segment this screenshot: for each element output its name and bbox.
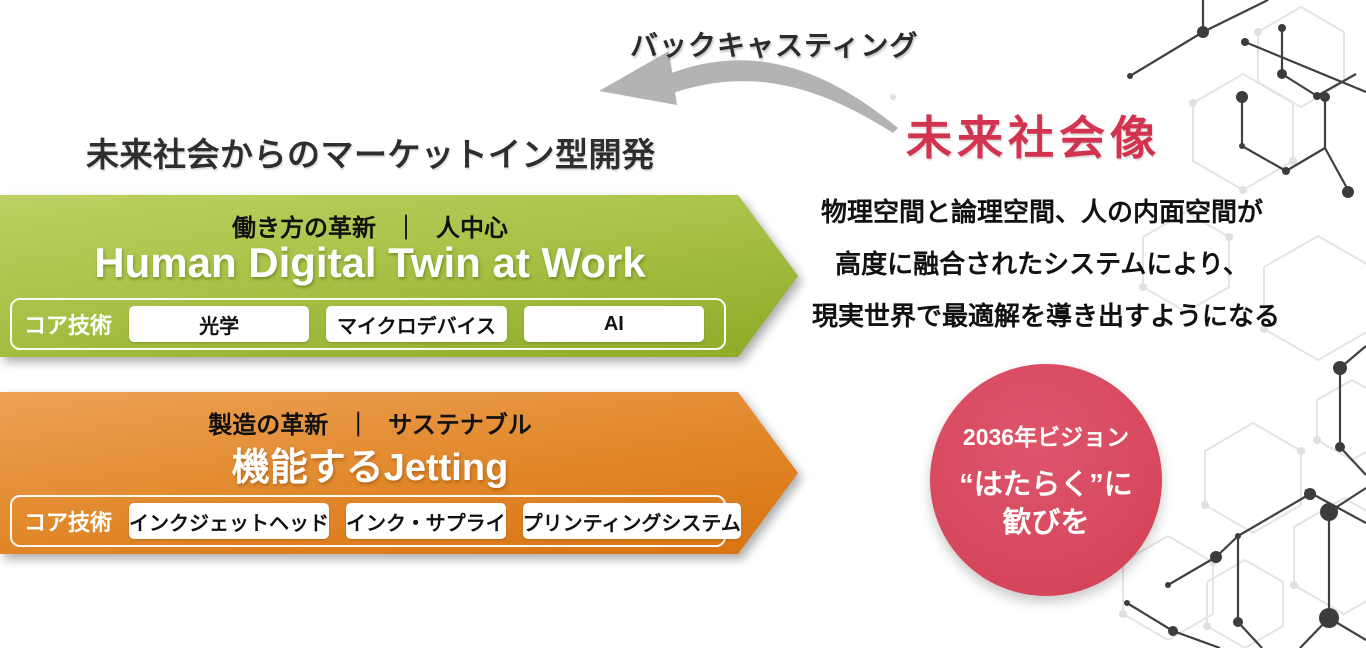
green-category: 働き方の革新 xyxy=(232,215,376,242)
green-banner-wrap: 働き方の革新 ｜ 人中心 Human Digital Twin at Work … xyxy=(0,195,798,357)
orange-banner-title: 機能するJetting xyxy=(231,447,509,489)
green-separator: ｜ xyxy=(394,215,418,242)
green-banner-title: Human Digital Twin at Work xyxy=(94,239,646,286)
orange-keyword: サステナブル xyxy=(388,412,532,439)
future-society-title: 未来社会像 xyxy=(906,112,1161,164)
description-line-3: 現実世界で最適解を導き出すようになる xyxy=(812,301,1281,331)
green-core-label: コア技術 xyxy=(24,313,113,338)
orange-core-row: コア技術 インクジェットヘッド インク・サプライ プリンティングシステム xyxy=(10,495,741,547)
orange-arrow-banner: 製造の革新 ｜ サステナブル 機能するJetting コア技術 インクジェットヘ… xyxy=(0,392,798,554)
orange-banner-subtitle: 製造の革新 ｜ サステナブル xyxy=(0,405,740,440)
orange-banner-wrap: 製造の革新 ｜ サステナブル 機能するJetting コア技術 インクジェットヘ… xyxy=(0,392,798,554)
core-tech-optics: 光学 xyxy=(129,306,310,342)
market-in-title: 未来社会からのマーケットイン型開発 xyxy=(86,136,656,173)
vision-year-label: 2036年ビジョン xyxy=(962,424,1130,450)
core-tech-printing-system: プリンティングシステム xyxy=(522,503,741,539)
green-banner-subtitle: 働き方の革新 ｜ 人中心 xyxy=(0,208,740,243)
vision-2036-circle: 2036年ビジョン “はたらく”に 歓びを xyxy=(930,364,1162,596)
orange-separator: ｜ xyxy=(346,412,371,439)
core-tech-microdevice: マイクロデバイス xyxy=(326,306,507,342)
description-line-1: 物理空間と論理空間、人の内面空間が xyxy=(820,197,1263,227)
vision-slogan-line-2: 歓びを xyxy=(1002,507,1090,539)
green-arrow-banner: 働き方の革新 ｜ 人中心 Human Digital Twin at Work … xyxy=(0,195,798,357)
vision-slogan-line-1: “はたらく”に xyxy=(959,469,1133,501)
orange-core-label: コア技術 xyxy=(24,510,113,535)
core-tech-inkjet-head: インクジェットヘッド xyxy=(129,503,330,539)
core-tech-ink-supply: インク・サプライ xyxy=(346,503,506,539)
orange-category: 製造の革新 xyxy=(208,412,329,439)
green-keyword: 人中心 xyxy=(436,215,508,242)
core-tech-ai: AI xyxy=(523,306,704,342)
future-society-description: 物理空間と論理空間、人の内面空間が 高度に融合されたシステムにより、 現実世界で… xyxy=(812,186,1281,342)
backcasting-label: バックキャスティング xyxy=(630,30,919,61)
description-line-2: 高度に融合されたシステムにより、 xyxy=(835,249,1249,279)
green-core-row: コア技術 光学 マイクロデバイス AI xyxy=(10,298,726,350)
